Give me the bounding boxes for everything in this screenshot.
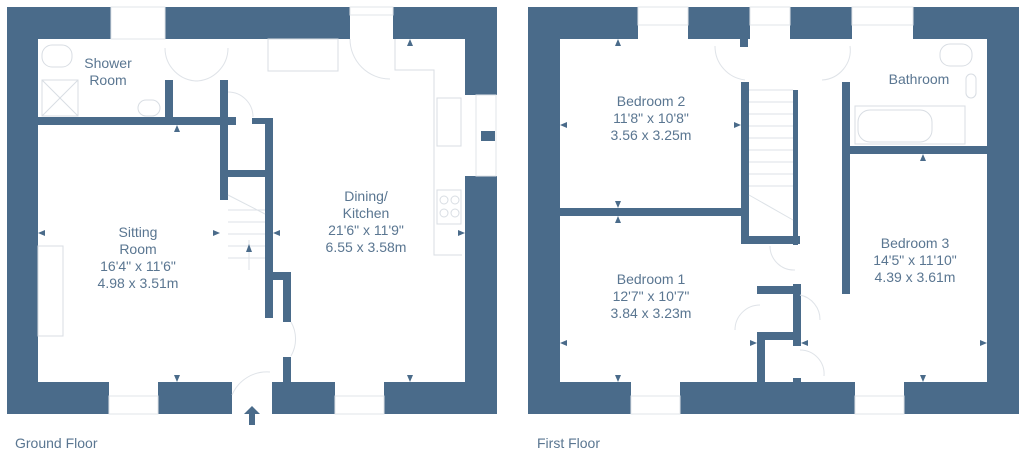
room-name: Bedroom 1 <box>616 271 686 287</box>
room-label-sitting-room: Sitting Room 16'4" x 11'6" 4.98 x 3.51m <box>98 224 179 292</box>
room-name: Bathroom <box>888 71 950 87</box>
room-name: Room <box>89 72 127 88</box>
room-dimensions-metric: 4.39 x 3.61m <box>874 269 956 285</box>
ground-floor-plan <box>7 6 497 425</box>
ground-floor-title: Ground Floor <box>15 435 98 451</box>
room-dimensions-imperial: 16'4" x 11'6" <box>100 258 176 274</box>
room-name: Shower <box>84 55 132 71</box>
staircase-ground <box>227 194 266 270</box>
room-label-bathroom: Bathroom <box>889 71 950 88</box>
first-floor-plan <box>528 6 1019 415</box>
room-dimensions-metric: 6.55 x 3.58m <box>325 239 407 255</box>
room-dimensions-imperial: 11'8" x 10'8" <box>613 110 689 126</box>
room-label-dining-kitchen: Dining/ Kitchen 21'6" x 11'9" 6.55 x 3.5… <box>326 188 407 256</box>
room-label-bedroom-3: Bedroom 3 14'5" x 11'10" 4.39 x 3.61m <box>873 235 957 286</box>
room-dimensions-metric: 3.56 x 3.25m <box>610 127 692 143</box>
room-name: Dining/ <box>344 188 388 204</box>
room-name: Bedroom 3 <box>880 235 950 251</box>
room-label-bedroom-1: Bedroom 1 12'7" x 10'7" 3.84 x 3.23m <box>611 271 692 322</box>
room-name: Kitchen <box>342 205 390 221</box>
room-dimensions-imperial: 12'7" x 10'7" <box>612 288 690 304</box>
room-dimensions-metric: 3.84 x 3.23m <box>610 305 692 321</box>
room-name: Room <box>119 241 157 257</box>
first-floor-title: First Floor <box>537 435 600 451</box>
staircase-first <box>748 89 794 221</box>
room-name: Bedroom 2 <box>616 93 686 109</box>
room-label-shower-room: Shower Room <box>84 55 131 89</box>
room-dimensions-imperial: 21'6" x 11'9" <box>328 222 404 238</box>
room-label-bedroom-2: Bedroom 2 11'8" x 10'8" 3.56 x 3.25m <box>611 93 692 144</box>
room-dimensions-metric: 4.98 x 3.51m <box>97 275 179 291</box>
room-name: Sitting <box>118 224 158 240</box>
room-dimensions-imperial: 14'5" x 11'10" <box>873 252 957 268</box>
arrow-up-icon <box>244 406 260 425</box>
